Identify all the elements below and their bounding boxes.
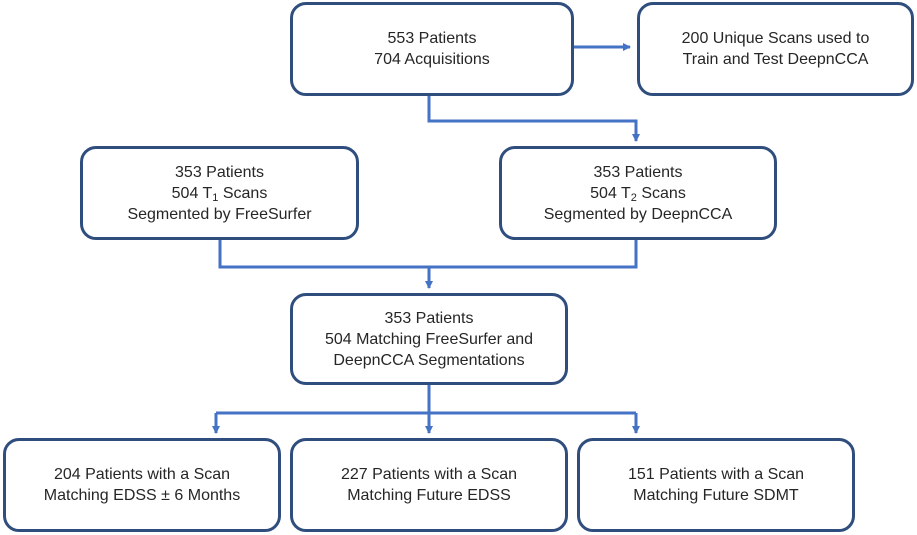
node-t1-line-3: Segmented by FreeSurfer <box>127 205 312 223</box>
node-t2-deepncca: 353 Patients 504 T2 Scans Segmented by D… <box>499 146 777 240</box>
node-future-sdmt-line-1: 151 Patients with a Scan <box>627 466 805 483</box>
node-t2-line-2: 504 T2 Scans <box>590 183 686 204</box>
arrow-top-to-t2 <box>427 96 640 142</box>
node-matching-segmentations: 353 Patients 504 Matching FreeSurfer and… <box>290 293 568 385</box>
node-t1-line-1: 353 Patients <box>175 163 264 181</box>
node-future-sdmt-line-2: Matching Future SDMT <box>633 487 799 504</box>
node-future-edss-line-2: Matching Future EDSS <box>347 487 511 504</box>
node-t2-line-2-sub: 2 <box>630 191 637 204</box>
node-acquisitions: 553 Patients 704 Acquisitions <box>290 2 574 96</box>
node-t2-line-2-post: Scans <box>636 184 686 202</box>
node-t2-line-1: 353 Patients <box>593 163 683 181</box>
connector-t1-t2-merge <box>218 239 638 269</box>
node-t1-line-2-sub: 1 <box>212 191 219 204</box>
node-unique-scans: 200 Unique Scans used to Train and Test … <box>637 2 914 96</box>
node-matching-line-2: 504 Matching FreeSurfer and <box>324 330 534 348</box>
node-t2-line-2-pre: 504 T <box>590 184 631 202</box>
node-t1-line-2-pre: 504 T <box>171 184 213 202</box>
node-future-edss: 227 Patients with a Scan Matching Future… <box>290 438 568 532</box>
node-unique-scans-line-2: Train and Test DeepnCCA <box>682 51 869 68</box>
node-future-edss-line-1: 227 Patients with a Scan <box>340 466 518 483</box>
node-edss-6-months: 204 Patients with a Scan Matching EDSS ±… <box>3 438 281 532</box>
node-edss6-line-1: 204 Patients with a Scan <box>53 466 231 483</box>
node-edss6-line-2: Matching EDSS ± 6 Months <box>43 487 241 504</box>
node-acquisitions-line-1: 553 Patients <box>387 30 477 47</box>
node-t1-freesurfer: 353 Patients 504 T1 Scans Segmented by F… <box>80 146 359 240</box>
node-future-sdmt: 151 Patients with a Scan Matching Future… <box>577 438 855 532</box>
node-matching-line-1: 353 Patients <box>384 309 474 327</box>
node-t2-line-3: Segmented by DeepnCCA <box>543 205 733 223</box>
node-matching-line-3: DeepnCCA Segmentations <box>333 351 525 369</box>
node-t1-line-2-post: Scans <box>218 184 268 202</box>
node-acquisitions-line-2: 704 Acquisitions <box>374 51 490 68</box>
node-unique-scans-line-1: 200 Unique Scans used to <box>681 30 870 47</box>
connector-match-split <box>216 384 636 415</box>
node-t1-line-2: 504 T1 Scans <box>172 183 268 204</box>
